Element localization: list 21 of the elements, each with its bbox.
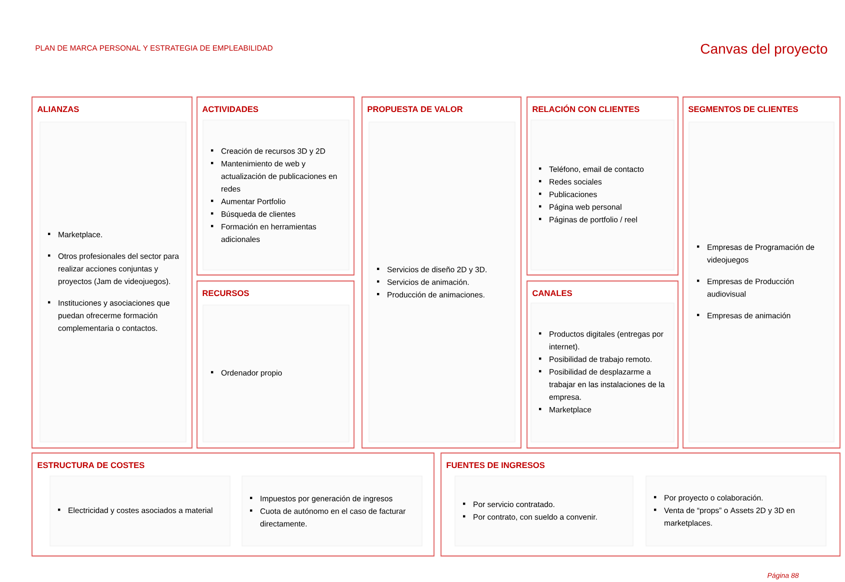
content-panel [40, 122, 186, 442]
content-panel [242, 476, 422, 546]
section-heading: SEGMENTOS DE CLIENTES [688, 106, 798, 112]
section-heading: RELACIÓN CON CLIENTES [532, 104, 640, 112]
section-heading: PROPUESTA DE VALOR [368, 106, 463, 112]
section-heading: RECURSOS [202, 290, 249, 296]
section-heading: ALIANZAS [37, 106, 79, 112]
section-heading: ESTRUCTURA DE COSTES [38, 462, 144, 468]
section-heading: ACTIVIDADES [202, 106, 258, 112]
content-panel [530, 120, 674, 270]
content-panel [530, 302, 674, 442]
section-heading: CANALES [532, 290, 572, 296]
content-panel [454, 476, 634, 546]
content-panel [688, 122, 834, 442]
page-title: Canvas del proyecto [700, 43, 828, 57]
content-panel [368, 122, 516, 442]
content-panel [202, 120, 350, 270]
content-panel [50, 476, 230, 546]
content-panel [202, 304, 350, 442]
content-panel [646, 476, 826, 546]
section-heading: FUENTES DE INGRESOS [446, 462, 545, 468]
